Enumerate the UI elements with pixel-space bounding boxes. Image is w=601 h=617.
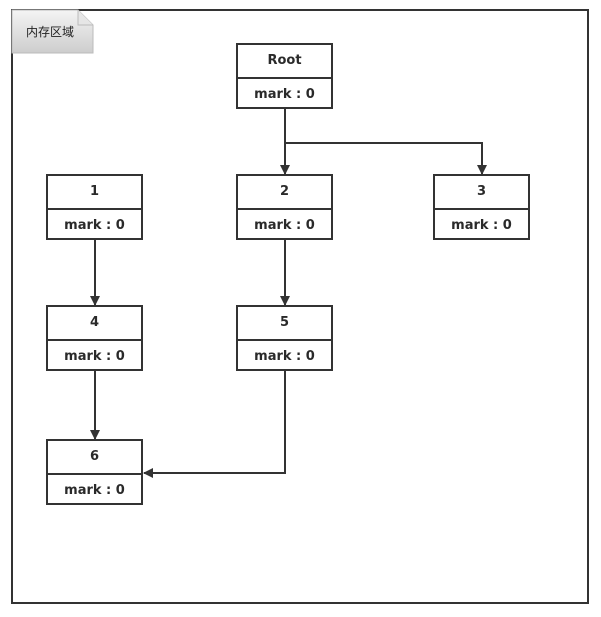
memory-region-frame xyxy=(11,9,589,604)
node-6-mark: mark : 0 xyxy=(64,483,125,498)
node-4[interactable]: 4 mark : 0 xyxy=(46,305,143,371)
edge-root-to-3 xyxy=(285,142,487,175)
node-3[interactable]: 3 mark : 0 xyxy=(433,174,530,240)
node-4-name: 4 xyxy=(48,307,141,341)
region-label: 内存区域 xyxy=(25,25,74,39)
node-6[interactable]: 6 mark : 0 xyxy=(46,439,143,505)
node-root[interactable]: Root mark : 0 xyxy=(236,43,333,109)
node-1-name: 1 xyxy=(48,176,141,210)
node-root-name: Root xyxy=(238,45,331,79)
node-5-name: 5 xyxy=(238,307,331,341)
node-1-mark: mark : 0 xyxy=(64,218,125,233)
memory-region-tab: 内存区域 xyxy=(11,9,94,54)
region-tab-shape xyxy=(11,9,94,54)
node-6-name: 6 xyxy=(48,441,141,475)
node-2-name: 2 xyxy=(238,176,331,210)
node-3-name: 3 xyxy=(435,176,528,210)
node-2[interactable]: 2 mark : 0 xyxy=(236,174,333,240)
edge-5-to-6 xyxy=(143,371,286,478)
node-1[interactable]: 1 mark : 0 xyxy=(46,174,143,240)
node-2-mark: mark : 0 xyxy=(254,218,315,233)
node-root-mark: mark : 0 xyxy=(254,87,315,102)
node-5-mark: mark : 0 xyxy=(254,349,315,364)
node-5[interactable]: 5 mark : 0 xyxy=(236,305,333,371)
node-3-mark: mark : 0 xyxy=(451,218,512,233)
node-4-mark: mark : 0 xyxy=(64,349,125,364)
